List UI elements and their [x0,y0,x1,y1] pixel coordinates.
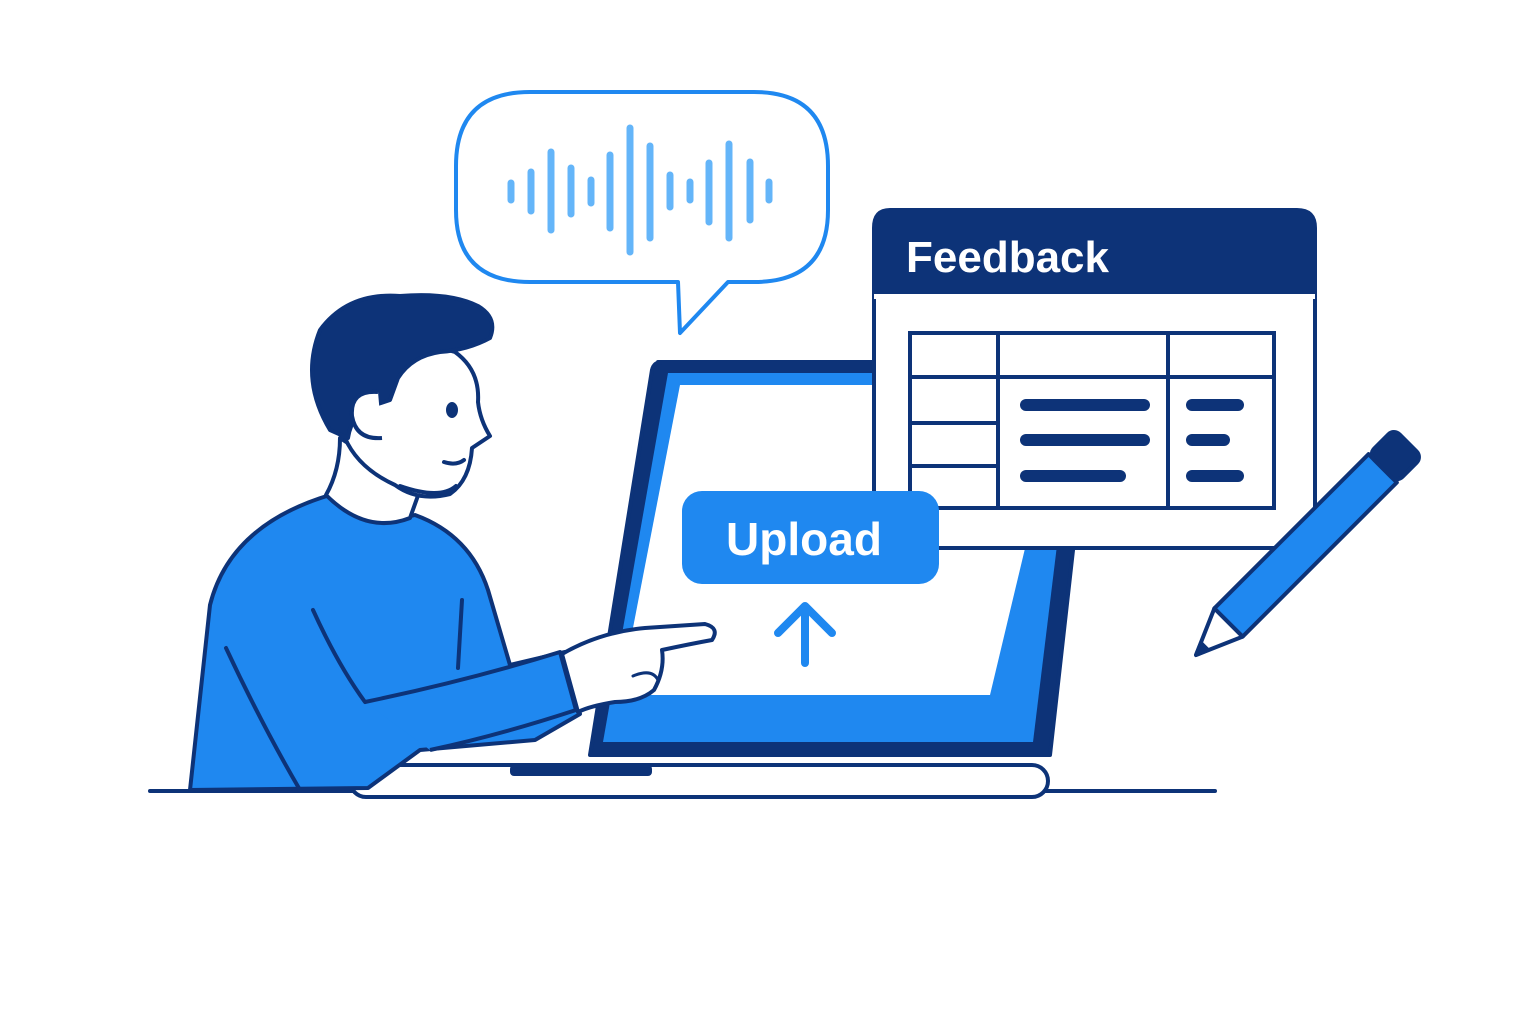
speech-bubble [454,90,830,335]
pencil-icon [1194,430,1421,657]
laptop-base [348,763,1050,799]
upload-button[interactable]: Upload [682,491,939,584]
person-body [188,493,582,792]
upload-button-label: Upload [726,513,882,565]
feedback-window: Feedback [872,208,1317,550]
sound-wave-icon [507,124,773,256]
table-text-lines [1020,399,1244,482]
arrow-up-icon [774,602,836,667]
person-hand [560,622,717,714]
feedback-title: Feedback [906,233,1110,282]
person [188,293,717,792]
